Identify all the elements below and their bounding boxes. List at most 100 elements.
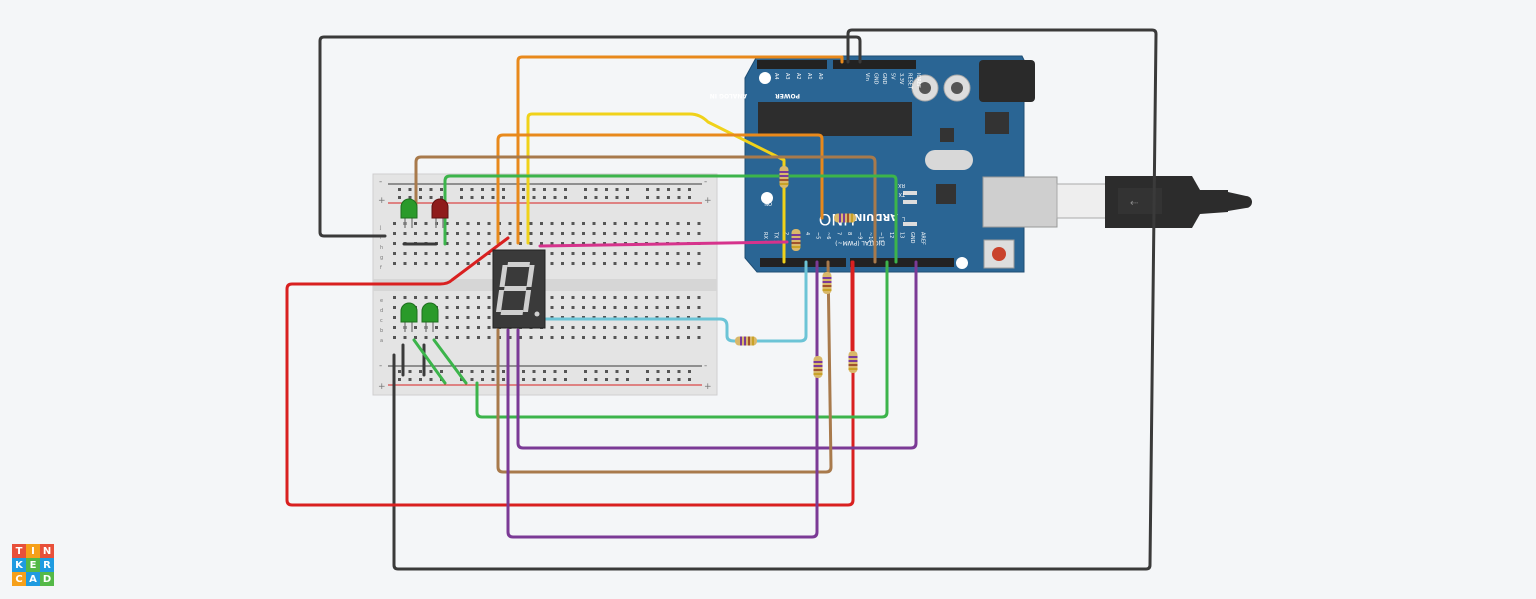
wire-orange-1[interactable] — [516, 55, 844, 245]
pin-label: 7 — [836, 232, 842, 235]
resistor-2[interactable] — [791, 229, 801, 251]
pin-label: A1 — [806, 73, 812, 80]
resistor-6[interactable] — [813, 356, 823, 378]
rail-minus-top: - — [379, 177, 382, 187]
row-letter-c: c — [380, 318, 383, 324]
wire-purple-2[interactable] — [506, 260, 819, 539]
pin-label: GND — [873, 73, 879, 85]
row-letter-b: b — [380, 328, 383, 334]
usb-port — [982, 176, 1058, 228]
pin-label: GND — [881, 73, 887, 85]
wire-black-right[interactable] — [392, 28, 1158, 571]
analog-header[interactable] — [757, 60, 827, 69]
pin-label: Vin — [864, 73, 870, 81]
row-letters: j i h g f e d c b a + + + + - - - - — [378, 177, 712, 392]
wire-brown-1[interactable] — [414, 155, 877, 264]
pin-label: 8 — [846, 232, 852, 235]
pin-label: A5 — [762, 73, 768, 80]
resistor-5[interactable] — [735, 336, 757, 346]
pin-label: A2 — [795, 73, 801, 80]
pin-label: GND — [909, 232, 915, 244]
resistors[interactable] — [735, 166, 858, 378]
pin-label: 13 — [899, 232, 905, 238]
arduino-uno-board[interactable]: ARDUINO UNO DIGITAL (PWM~) POWER ANALOG … — [710, 55, 1058, 273]
pin-label: ~10 — [867, 232, 873, 243]
rail-minus-top-right: - — [704, 177, 707, 187]
power-jack — [979, 60, 1035, 102]
rail-minus-bottom-right: - — [704, 361, 707, 371]
pin-label: 2 — [783, 232, 789, 235]
analog-pin-labels: A5 A4 A3 A2 A1 A0 — [762, 73, 823, 80]
usb-symbol-icon: ⇠ — [1130, 198, 1139, 209]
pin-label: 5V — [890, 73, 896, 80]
resistor-7[interactable] — [848, 351, 858, 373]
resistor-3[interactable] — [834, 213, 856, 223]
row-letter-a: a — [380, 338, 383, 344]
wire-magenta[interactable] — [538, 240, 789, 248]
wire-brown-2[interactable] — [496, 260, 833, 474]
led-green-top[interactable] — [400, 198, 418, 228]
row-letter-f: f — [380, 265, 382, 271]
pin-label: AREF — [920, 232, 926, 245]
pin-label: RX 0 — [762, 232, 768, 244]
pin-label: ~9 — [857, 232, 863, 239]
wire-red-long[interactable] — [285, 236, 855, 507]
pin-label: A3 — [784, 73, 790, 80]
led-green-bottom-1[interactable] — [400, 302, 418, 332]
row-letter-h: h — [380, 245, 383, 251]
power-header[interactable] — [833, 60, 916, 69]
wire-purple-1[interactable] — [516, 260, 918, 450]
seven-segment-display[interactable] — [492, 249, 546, 329]
logo-letter: K — [12, 558, 26, 572]
atmega-chip — [758, 102, 912, 136]
tx-led-label: TX — [898, 191, 906, 197]
row-letter-e: e — [380, 298, 383, 304]
pin-label: 3.3V — [898, 73, 904, 85]
wire-yellow-1[interactable] — [526, 112, 786, 264]
led-red-top[interactable] — [431, 198, 449, 228]
digital-header-high[interactable] — [850, 258, 954, 267]
pin-label: ~6 — [825, 232, 831, 239]
arduino-brand: ARDUINO — [846, 211, 898, 222]
digital-header-label: DIGITAL (PWM~) — [835, 239, 885, 246]
logo-letter: N — [40, 544, 54, 558]
rail-plus-bottom: + — [378, 382, 386, 392]
rail-minus-bottom: - — [379, 361, 382, 371]
logo-letter: C — [12, 572, 26, 586]
logo-letter: T — [12, 544, 26, 558]
wire-green-short-1[interactable] — [412, 338, 447, 385]
resistor-4[interactable] — [822, 272, 832, 294]
wire-green-top[interactable] — [443, 174, 898, 264]
pin-label: ~5 — [815, 232, 821, 239]
resistor-1[interactable] — [779, 166, 789, 188]
row-letter-i: i — [380, 235, 381, 241]
logo-letter: I — [26, 544, 40, 558]
row-letter-d: d — [380, 308, 383, 314]
logo-letter: D — [40, 572, 54, 586]
analog-header-label: ANALOG IN — [710, 92, 747, 99]
logo-letter: A — [26, 572, 40, 586]
pin-label: A4 — [773, 73, 779, 80]
crystal — [925, 150, 973, 170]
on-led-label: ON — [764, 200, 772, 206]
pin-label: IOREF — [915, 73, 921, 88]
wire-black-top[interactable] — [318, 35, 862, 238]
wire-cyan[interactable] — [544, 260, 808, 343]
led-green-bottom-2[interactable] — [421, 302, 439, 332]
pin-label: RESET — [907, 73, 913, 90]
wire-orange-2[interactable] — [496, 133, 824, 245]
wire-green-short-2[interactable] — [432, 338, 468, 385]
wires[interactable] — [285, 28, 1158, 571]
pin-label: A0 — [817, 73, 823, 80]
row-letter-j: j — [379, 225, 381, 231]
wire-green-bottom[interactable] — [475, 260, 889, 419]
pin-label: TX 1 — [773, 231, 779, 243]
row-letter-g: g — [380, 255, 383, 261]
logo-letter: R — [40, 558, 54, 572]
digital-header-low[interactable] — [760, 258, 846, 267]
rx-led-label: RX — [898, 182, 905, 188]
rail-plus-top: + — [378, 196, 386, 206]
